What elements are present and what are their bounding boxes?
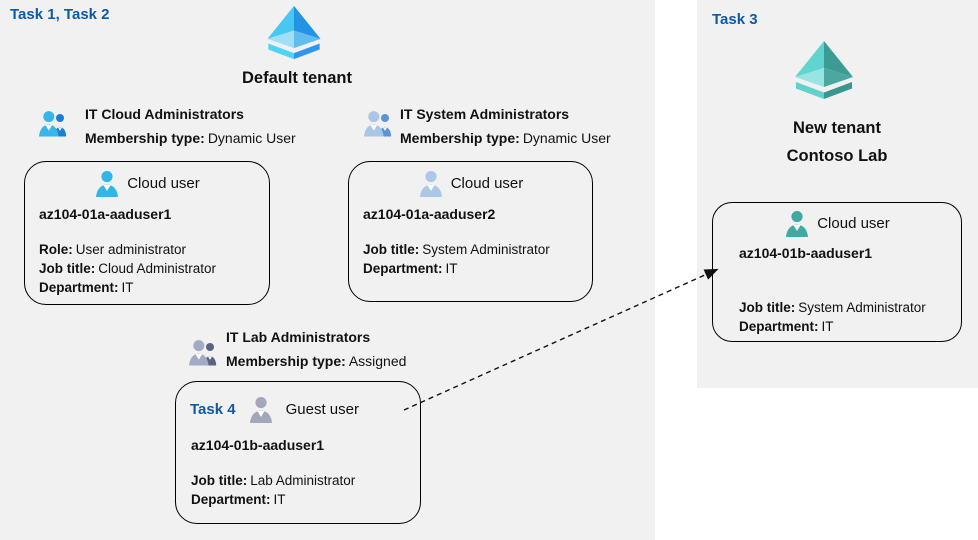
- attribute-label: Department:: [191, 492, 271, 507]
- attribute-label: Department:: [39, 280, 119, 295]
- membership-label: Membership type:: [400, 130, 520, 146]
- attribute-label: Job title:: [191, 473, 248, 488]
- user-card-header: Task 4 Guest user: [176, 395, 420, 423]
- membership-value: Assigned: [348, 353, 407, 369]
- group-name: IT System Administrators: [400, 106, 570, 122]
- attribute-value: User administrator: [75, 242, 187, 257]
- user-card-az104-01a-aaduser2: Cloud user az104-01a-aaduser2 Job title:…: [348, 161, 593, 302]
- user-attribute: Role:User administrator: [39, 240, 216, 259]
- user-card-az104-01b-aaduser1-new-tenant: Cloud user az104-01b-aaduser1 Job title:…: [712, 202, 962, 342]
- user-type-label: Cloud user: [450, 174, 524, 192]
- user-attribute: Department:IT: [39, 278, 216, 297]
- user-attributes: Role:User administrator Job title:Cloud …: [39, 240, 216, 297]
- new-tenant-name-line2: Contoso Lab: [786, 147, 888, 165]
- default-tenant-panel: Task 1, Task 2 Default tenant IT Cloud A…: [0, 0, 655, 540]
- attribute-label: Job title:: [739, 300, 796, 315]
- group-name: IT Cloud Administrators: [85, 106, 244, 122]
- attribute-value: IT: [821, 319, 834, 334]
- attribute-value: Cloud Administrator: [98, 261, 217, 276]
- cloud-user-icon-lightblue: [419, 170, 442, 197]
- user-card-header: Cloud user: [25, 169, 269, 197]
- attribute-value: System Administrator: [798, 300, 926, 315]
- user-name: az104-01b-aaduser1: [739, 245, 873, 261]
- group-membership: Membership type:Dynamic User: [85, 130, 296, 146]
- user-name: az104-01a-aaduser1: [39, 206, 172, 222]
- user-card-header: Cloud user: [713, 209, 961, 237]
- user-attribute: Job title:System Administrator: [739, 298, 926, 317]
- attribute-value: IT: [445, 261, 458, 276]
- user-attribute: Department:IT: [739, 317, 926, 336]
- user-card-header: Cloud user: [349, 169, 592, 197]
- azure-ad-tenant-icon-blue: [267, 5, 321, 60]
- user-attribute: Job title:Cloud Administrator: [39, 259, 216, 278]
- task-1-2-label: Task 1, Task 2: [10, 6, 110, 23]
- attribute-label: Job title:: [363, 242, 420, 257]
- membership-label: Membership type:: [226, 353, 346, 369]
- attribute-value: IT: [121, 280, 134, 295]
- attribute-label: Job title:: [39, 261, 96, 276]
- user-attribute: Job title:Lab Administrator: [191, 471, 355, 490]
- task-3-label: Task 3: [712, 11, 758, 28]
- new-tenant-name-line1: New tenant: [792, 119, 881, 137]
- cloud-user-icon-cyan: [96, 170, 119, 197]
- guest-user-icon-gray: [249, 396, 272, 423]
- azure-ad-tenant-icon-teal: [795, 41, 853, 99]
- user-attributes: Job title:System Administrator Departmen…: [739, 298, 926, 336]
- attribute-value: IT: [273, 492, 286, 507]
- group-people-icon-blue: [39, 111, 67, 137]
- group-people-icon-gray: [189, 340, 217, 366]
- user-attribute: Job title:System Administrator: [363, 240, 550, 259]
- default-tenant-name: Default tenant: [241, 69, 352, 87]
- attribute-value: System Administrator: [422, 242, 550, 257]
- task-4-label: Task 4: [190, 400, 236, 418]
- group-people-icon-lightblue: [364, 111, 392, 137]
- user-attribute: Department:IT: [363, 259, 550, 278]
- user-attribute: Department:IT: [191, 490, 355, 509]
- cloud-user-icon-teal: [786, 210, 809, 237]
- group-name: IT Lab Administrators: [226, 329, 371, 345]
- user-card-az104-01a-aaduser1: Cloud user az104-01a-aaduser1 Role:User …: [24, 161, 270, 305]
- membership-value: Dynamic User: [207, 130, 296, 146]
- new-tenant-panel: Task 3 New tenant Contoso Lab Cloud user…: [697, 0, 978, 388]
- user-attributes: Job title:Lab Administrator Department:I…: [191, 471, 355, 509]
- user-attributes: Job title:System Administrator Departmen…: [363, 240, 550, 278]
- attribute-label: Department:: [363, 261, 443, 276]
- attribute-label: Department:: [739, 319, 819, 334]
- user-name: az104-01b-aaduser1: [191, 437, 325, 453]
- membership-label: Membership type:: [85, 130, 205, 146]
- attribute-value: Lab Administrator: [250, 473, 356, 488]
- attribute-label: Role:: [39, 242, 73, 257]
- user-name: az104-01a-aaduser2: [363, 206, 496, 222]
- membership-value: Dynamic User: [522, 130, 611, 146]
- group-membership: Membership type:Dynamic User: [400, 130, 611, 146]
- user-type-label: Cloud user: [817, 214, 890, 232]
- user-type-label: Guest user: [285, 400, 359, 418]
- guest-user-card-az104-01b-aaduser1: Task 4 Guest user az104-01b-aaduser1 Job…: [175, 381, 421, 524]
- user-type-label: Cloud user: [127, 174, 200, 192]
- group-membership: Membership type:Assigned: [226, 353, 406, 369]
